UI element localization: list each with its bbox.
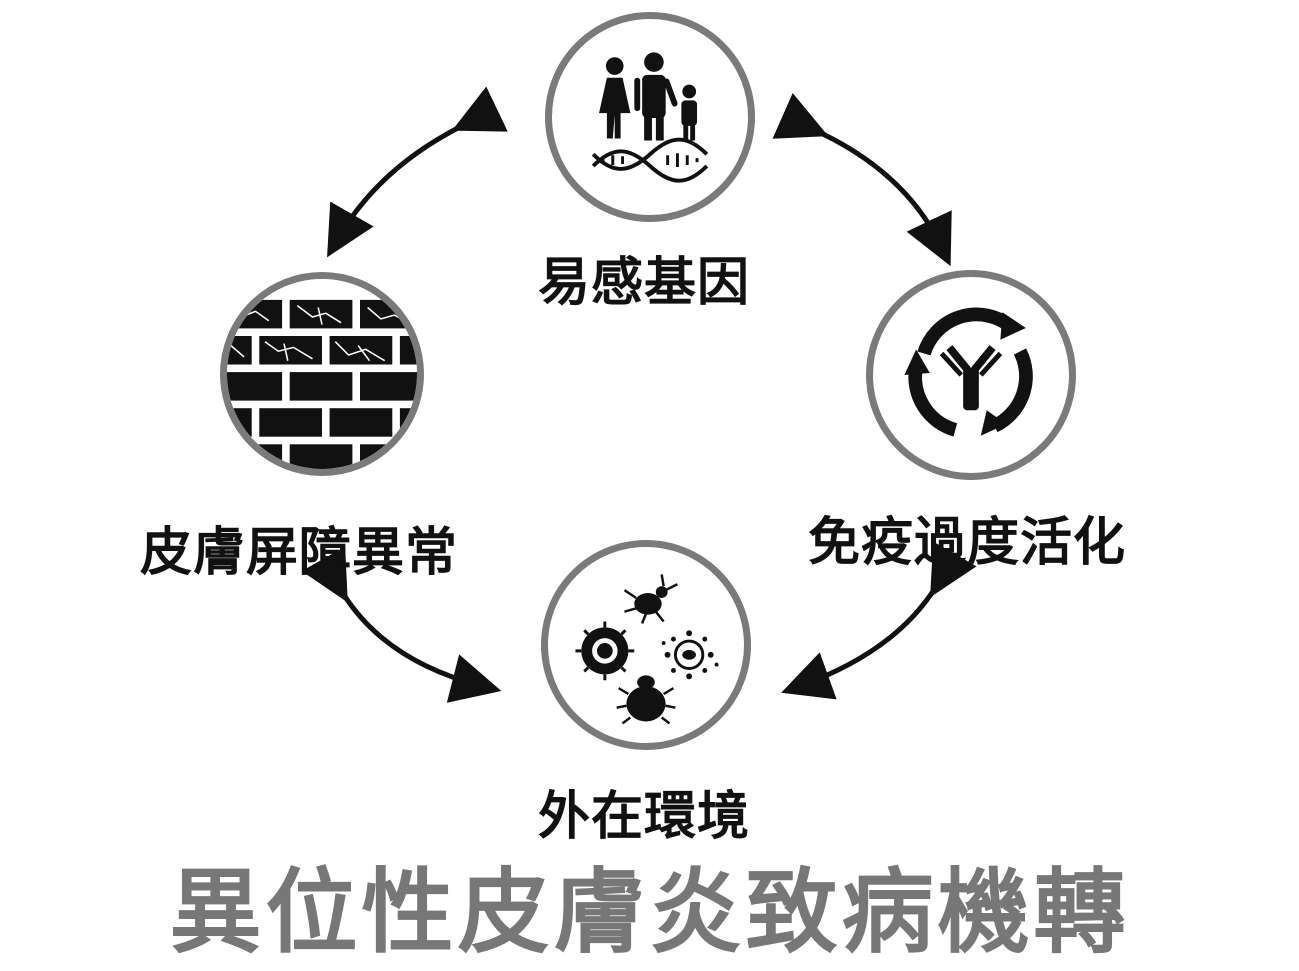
diagram-title: 異位性皮膚炎致病機轉 <box>169 859 1130 966</box>
antibody-cycle-icon <box>904 307 1033 437</box>
node-barrier-circle <box>220 272 424 476</box>
node-environment-circle <box>541 540 751 750</box>
family-dna-icon <box>591 52 709 183</box>
arrow-genes-barrier <box>327 86 508 258</box>
node-barrier-label: 皮膚屏障異常 <box>140 523 459 583</box>
node-genes-circle <box>545 12 755 222</box>
microbes-allergens-icon <box>575 574 719 725</box>
arrow-immune-environment <box>781 541 977 700</box>
cracked-brick-wall-icon <box>227 279 417 469</box>
arrow-genes-immune <box>772 92 952 267</box>
node-immune-circle <box>866 270 1076 480</box>
node-genes-label: 易感基因 <box>538 253 751 313</box>
node-immune-label: 免疫過度活化 <box>808 513 1127 573</box>
node-environment-label: 外在環境 <box>538 787 751 847</box>
arrow-barrier-environment <box>301 546 502 703</box>
